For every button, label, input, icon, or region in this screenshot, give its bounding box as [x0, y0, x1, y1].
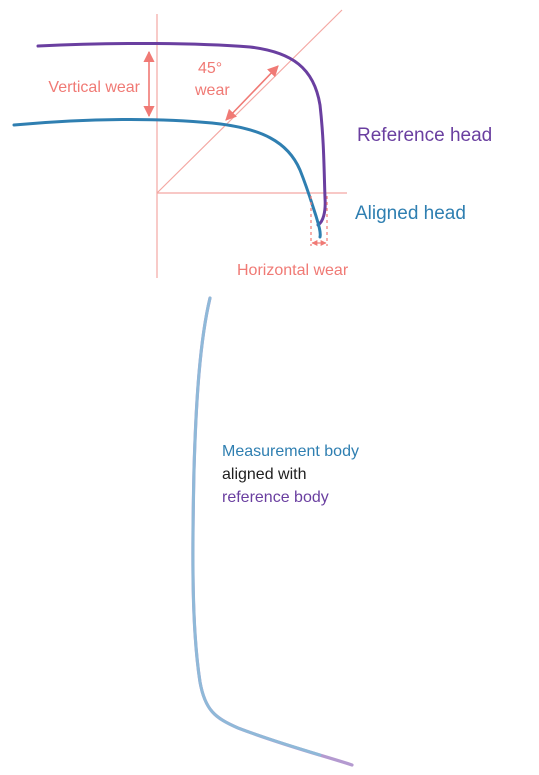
aligned-head-profile: [12, 117, 322, 239]
diagonal-wear-arrow: [225, 65, 279, 121]
horizontal-wear-label: Horizontal wear: [237, 262, 349, 279]
body-label-aligned-with: aligned with: [222, 466, 307, 483]
body-profile-reference: [191, 296, 354, 767]
aligned-head-label: Aligned head: [355, 203, 466, 224]
wear-angle-word-label: wear: [194, 82, 230, 99]
body-label-measurement: Measurement body: [222, 443, 359, 460]
wear-angle-label: 45°: [198, 60, 222, 77]
diagonal-45-line: [156, 9, 343, 194]
vertical-wear-label: Vertical wear: [48, 79, 140, 96]
body-profile-measurement: [191, 296, 322, 757]
reference-head-label: Reference head: [357, 125, 492, 146]
body-label-reference: reference body: [222, 489, 329, 506]
reference-head-profile: [36, 41, 327, 227]
